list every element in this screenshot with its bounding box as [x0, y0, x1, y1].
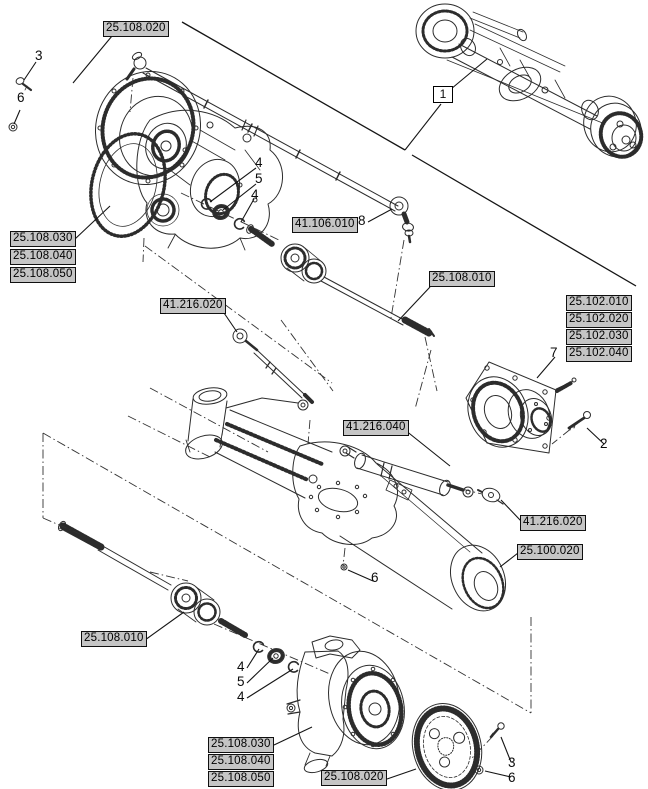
part-ref-25-108-010-upper[interactable]: 25.108.010	[429, 271, 495, 287]
callout-1-assembly[interactable]: 1	[433, 86, 453, 103]
callout-6-housing: 6	[371, 570, 379, 585]
part-ref-41-106-010[interactable]: 41.106.010	[292, 217, 358, 233]
part-ref-25-108-020-bottom[interactable]: 25.108.020	[321, 770, 387, 786]
part-ref-25-108-040-left[interactable]: 25.108.040	[10, 249, 76, 265]
part-ref-41-216-040[interactable]: 41.216.040	[343, 420, 409, 436]
part-ref-25-108-030-bottom[interactable]: 25.108.030	[208, 737, 274, 753]
part-ref-25-102-010[interactable]: 25.102.010	[566, 295, 632, 311]
callout-8-tie-rod: 8	[358, 213, 366, 228]
callout-6-top: 6	[17, 90, 25, 105]
leader-lines	[13, 21, 637, 780]
axle-assembly-overview	[415, 3, 644, 159]
part-ref-25-102-030[interactable]: 25.102.030	[566, 329, 632, 345]
part-ref-25-108-030-left[interactable]: 25.108.030	[10, 231, 76, 247]
callout-7-diff: 7	[550, 345, 558, 360]
part-ref-25-108-040-bottom[interactable]: 25.108.040	[208, 754, 274, 770]
callout-4-bottom-b: 4	[237, 689, 245, 704]
phantom-boundary-lines	[42, 77, 584, 759]
part-ref-25-102-040[interactable]: 25.102.040	[566, 346, 632, 362]
bottom-knuckle-hub-art	[286, 635, 405, 774]
callout-6-bottom: 6	[508, 770, 516, 785]
part-ref-41-216-020-upper[interactable]: 41.216.020	[160, 298, 226, 314]
brake-disc-art	[411, 703, 505, 789]
callout-4-bottom-a: 4	[237, 659, 245, 674]
steering-cylinder-art	[339, 445, 504, 505]
axle-shaft-upper-art	[199, 196, 435, 337]
callout-4-mid-a: 4	[255, 155, 263, 170]
part-ref-25-108-050-left[interactable]: 25.108.050	[10, 267, 76, 283]
callout-5-bottom: 5	[237, 674, 245, 689]
part-ref-25-108-050-bottom[interactable]: 25.108.050	[208, 771, 274, 787]
tie-rod-art	[125, 51, 414, 244]
part-ref-25-108-020-top[interactable]: 25.108.020	[103, 21, 169, 37]
part-ref-25-102-020[interactable]: 25.102.020	[566, 312, 632, 328]
part-ref-41-216-020-lower[interactable]: 41.216.020	[520, 515, 586, 531]
differential-art	[465, 361, 591, 454]
part-ref-25-100-020[interactable]: 25.100.020	[517, 544, 583, 560]
callout-3-top: 3	[35, 48, 43, 63]
drag-link-art	[232, 328, 314, 404]
axle-shaft-lower-art	[57, 520, 301, 674]
top-fasteners-art	[8, 77, 33, 132]
callout-2-bolt: 2	[600, 436, 608, 451]
axle-housing-art	[185, 387, 506, 612]
callout-3-bottom: 3	[508, 755, 516, 770]
callout-4-mid-b: 4	[251, 187, 259, 202]
callout-5-mid: 5	[255, 171, 263, 186]
part-ref-25-108-010-lower[interactable]: 25.108.010	[81, 631, 147, 647]
